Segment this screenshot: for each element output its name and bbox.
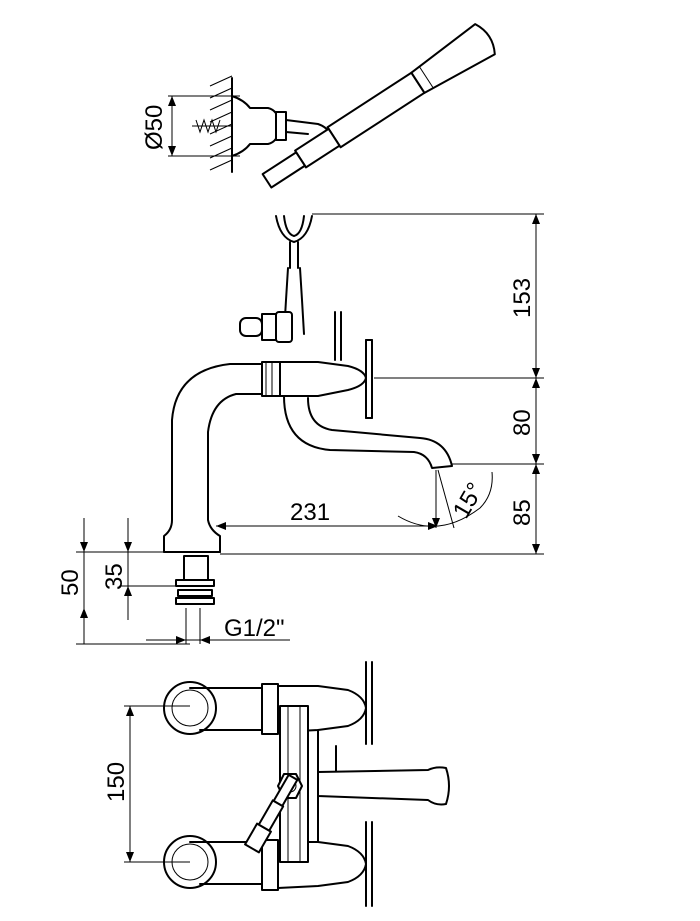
dim-50-label: 50 xyxy=(57,569,84,596)
dim-thread: G1/2" xyxy=(146,615,290,644)
dim-85-label: 85 xyxy=(509,499,536,526)
wall-flange xyxy=(231,95,279,157)
dim-150-label: 150 xyxy=(103,762,130,802)
dim-153-label: 153 xyxy=(509,278,536,318)
pillar xyxy=(163,363,263,553)
flange-nut xyxy=(275,111,287,141)
body-nut xyxy=(261,361,281,397)
wall-shower-holder-view: Ø50 xyxy=(141,23,496,189)
plan-body xyxy=(261,683,367,891)
dim-thread-label: G1/2" xyxy=(224,615,285,642)
mixer-side-view: 153 80 85 231 15° 5 xyxy=(57,213,544,645)
dim-wall-diameter-label: Ø50 xyxy=(141,105,168,150)
spout xyxy=(283,395,453,469)
diverter-knob xyxy=(239,311,293,343)
mixer-body xyxy=(279,361,367,397)
dim-base: 50 35 xyxy=(57,518,190,645)
dim-wall-diameter: Ø50 xyxy=(141,95,240,157)
thread-fitting xyxy=(175,555,215,644)
dim-35-label: 35 xyxy=(101,563,128,590)
dim-angle-label: 15° xyxy=(448,478,490,523)
plan-spout xyxy=(317,766,450,806)
cross-handle xyxy=(334,311,373,419)
diverter-lever xyxy=(244,773,299,854)
mixer-plan-view: 150 xyxy=(103,661,450,907)
dim-centres: 150 xyxy=(103,705,190,863)
hand-shower xyxy=(261,23,496,189)
inlet-top xyxy=(163,681,263,735)
wall-anchor-screw xyxy=(192,118,234,134)
dim-reach: 231 15° xyxy=(216,469,493,530)
dim-chain-right: 153 80 85 xyxy=(220,213,544,555)
dim-80-label: 80 xyxy=(509,409,536,436)
shower-fork xyxy=(275,215,313,335)
dim-231-label: 231 xyxy=(290,499,330,526)
